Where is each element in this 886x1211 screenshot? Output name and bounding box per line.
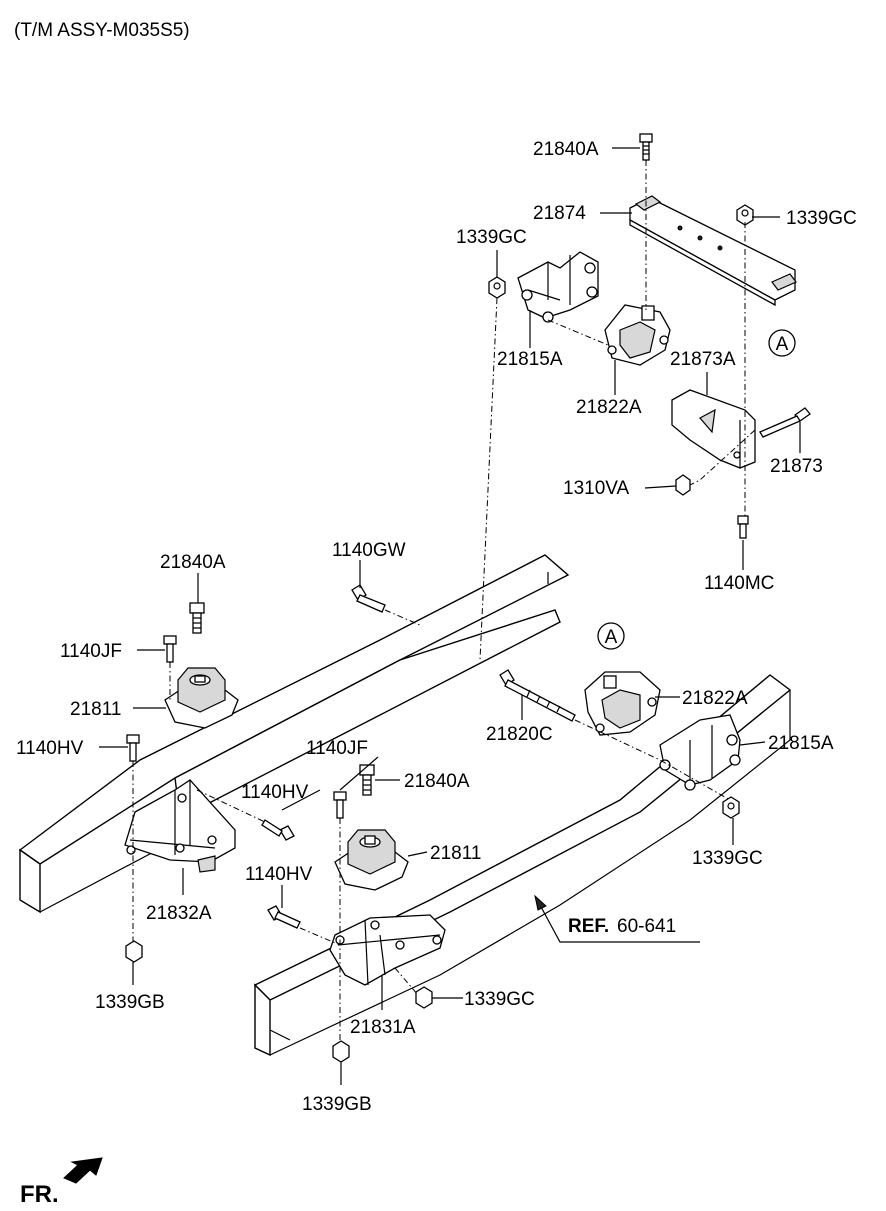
label-1310va: 1310VA: [563, 478, 630, 499]
nut-1339gb-low: [332, 1040, 350, 1063]
mount-21811-left: [164, 667, 239, 729]
callout-a-top: A: [768, 329, 796, 357]
bolt-21820c: [499, 669, 576, 722]
nut-1339gc-mid: [722, 796, 740, 819]
label-21840a-mid: 21840A: [404, 771, 470, 792]
ref-code: 60-641: [617, 916, 676, 937]
label-1339gb-left: 1339GB: [95, 992, 165, 1013]
label-21822a-top: 21822A: [576, 397, 642, 418]
label-21820c: 21820C: [486, 724, 553, 745]
label-21811-left: 21811: [70, 699, 121, 720]
label-1140mc: 1140MC: [704, 573, 774, 594]
bolt-1140hv-left: [126, 734, 140, 762]
bolt-1140mc: [737, 515, 749, 539]
label-21815a-top: 21815A: [497, 349, 563, 370]
label-1140hv-low: 1140HV: [245, 864, 313, 885]
label-21832a: 21832A: [146, 903, 212, 924]
mount-21822a-top: [604, 304, 671, 366]
bracket-21831a: [329, 914, 446, 986]
bolt-21840a-mid: [359, 764, 375, 796]
bolt-1140jf-mid: [333, 791, 347, 819]
label-1339gc-low: 1339GC: [464, 989, 535, 1010]
label-21811-mid: 21811: [430, 843, 481, 864]
label-1140hv-mid: 1140HV: [241, 782, 309, 803]
label-21815a-mid: 21815A: [768, 733, 834, 754]
mount-21811-mid: [334, 829, 409, 891]
front-arrow-icon: [63, 1157, 103, 1184]
diagram-title: (T/M ASSY-M035S5): [14, 20, 190, 41]
label-1339gc-top-left: 1339GC: [456, 227, 527, 248]
label-1140hv-left: 1140HV: [16, 738, 84, 759]
label-1339gb-low: 1339GB: [302, 1094, 372, 1115]
bolt-1140hv-mid-left: [261, 819, 295, 841]
nut-1339gc-top-right: [736, 204, 754, 226]
label-21873: 21873: [770, 456, 823, 477]
label-1140jf-left: 1140JF: [60, 641, 122, 662]
part-labels: 21840A 21874 1339GC 1339GC 21815A 21822A…: [16, 139, 857, 1115]
bracket-21873a: [671, 389, 756, 469]
bolt-1140jf-left: [163, 635, 177, 663]
callout-a-top-letter: A: [776, 334, 789, 355]
nut-1310va: [675, 474, 691, 496]
nut-1339gb-left: [125, 940, 143, 963]
label-1339gc-top-right: 1339GC: [786, 208, 857, 229]
label-21873a: 21873A: [670, 349, 736, 370]
bolt-21873: [759, 407, 811, 438]
bracket-21832a: [124, 779, 236, 873]
bolt-1140hv-low: [267, 905, 301, 929]
ref-note: REF. 60-641: [568, 916, 676, 937]
mount-21822a-mid: [584, 671, 661, 736]
nut-1339gc-top-left: [488, 276, 506, 299]
bracket-21815a-top: [517, 251, 599, 323]
label-21840a-top: 21840A: [533, 139, 599, 160]
crossmember-21874: [629, 195, 797, 307]
nut-1339gc-low: [415, 986, 433, 1009]
front-direction-indicator: FR.: [20, 1157, 103, 1208]
callout-a-mid: A: [597, 622, 625, 650]
label-21822a-mid: 21822A: [682, 688, 748, 709]
ref-prefix: REF.: [568, 916, 609, 937]
label-1140jf-mid: 1140JF: [306, 738, 368, 759]
front-label: FR.: [20, 1181, 59, 1208]
leader-lines: [99, 147, 801, 1085]
label-21874: 21874: [533, 203, 586, 224]
label-21831a: 21831A: [350, 1017, 416, 1038]
label-1339gc-mid: 1339GC: [692, 848, 763, 869]
bracket-21815a-mid: [659, 714, 741, 791]
frame-rail-lower: [253, 674, 792, 1057]
bolt-21840a-left: [189, 602, 205, 634]
bolt-21840a-top: [639, 133, 653, 161]
callout-a-mid-letter: A: [605, 627, 618, 648]
ref-pointer: [534, 894, 700, 943]
label-1140gw: 1140GW: [332, 540, 406, 561]
label-21840a-left: 21840A: [160, 552, 226, 573]
centerlines: [132, 160, 756, 1040]
bolt-1140gw: [351, 584, 386, 613]
